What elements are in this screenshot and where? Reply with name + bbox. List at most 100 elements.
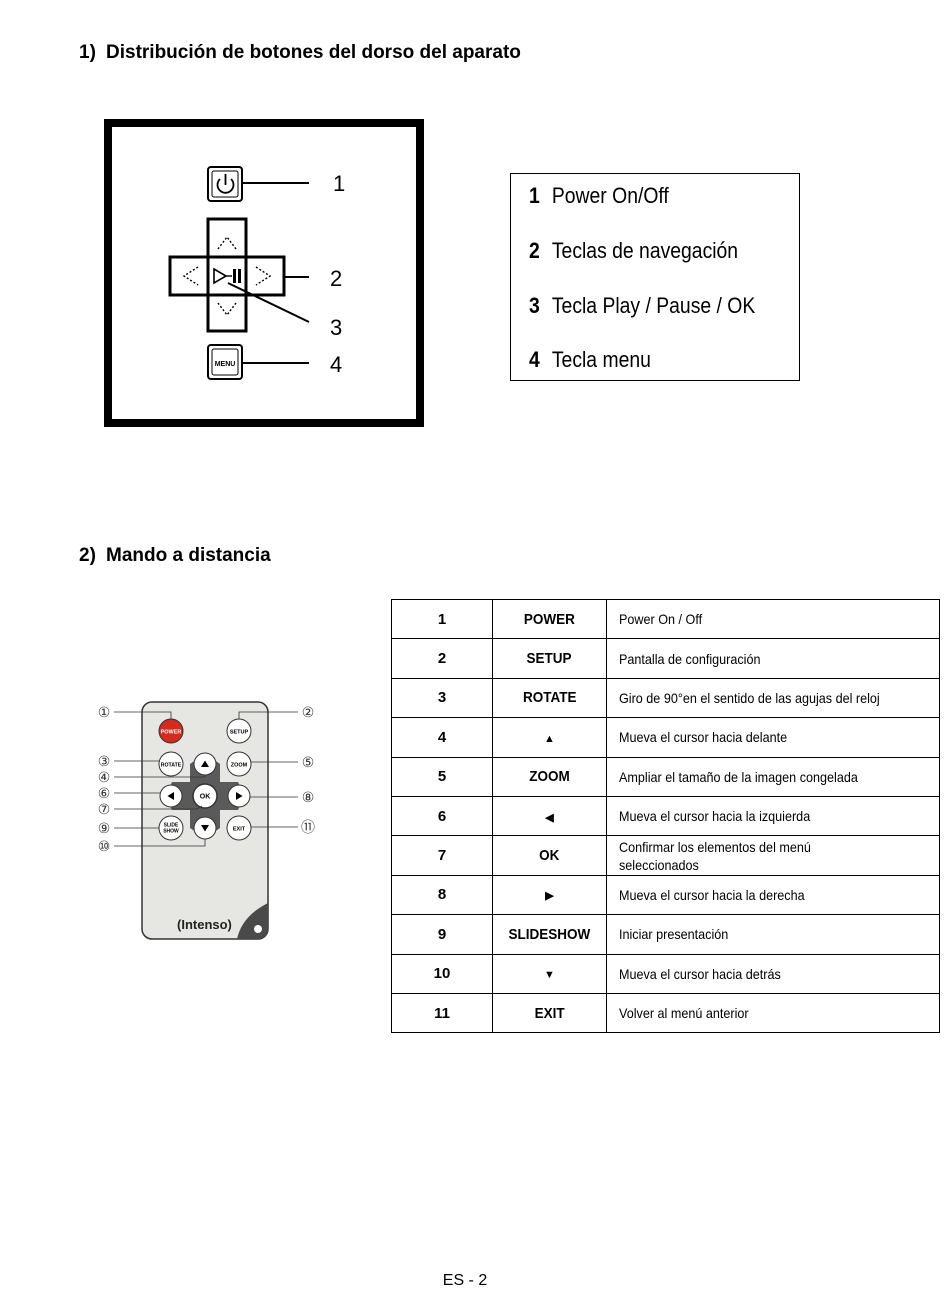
callout-6: ⑥ bbox=[98, 786, 111, 802]
menu-key-icon: MENU bbox=[207, 344, 243, 380]
legend-text: Tecla Play / Pause / OK bbox=[551, 293, 756, 318]
table-cell-number: 10 bbox=[391, 953, 493, 994]
down-arrow-icon: ▼ bbox=[544, 969, 555, 982]
table-cell-description: Confirmar los elementos del menú selecci… bbox=[606, 835, 940, 876]
up-arrow-icon bbox=[201, 760, 209, 767]
table-cell-number: 3 bbox=[391, 677, 493, 719]
panel-label-2: 2 bbox=[330, 266, 342, 291]
table-row: 7 OK Confirmar los elementos del menú se… bbox=[391, 835, 940, 876]
legend-item: 3 Tecla Play / Pause / OK bbox=[529, 293, 755, 319]
section-2-heading: 2) Mando a distancia bbox=[79, 545, 271, 567]
table-cell-description: Mueva el cursor hacia delante bbox=[606, 717, 940, 758]
table-row: 9 SLIDESHOW Iniciar presentación bbox=[391, 914, 940, 955]
callout-10: ⑩ bbox=[98, 839, 111, 855]
table-cell-description: Power On / Off bbox=[606, 598, 940, 640]
table-cell-number: 7 bbox=[391, 835, 493, 876]
table-cell-number: 4 bbox=[391, 717, 493, 758]
callout-7: ⑦ bbox=[98, 802, 111, 818]
table-cell-number: 6 bbox=[391, 795, 493, 837]
table-cell-description: Volver al menú anterior bbox=[606, 992, 940, 1034]
power-key-icon bbox=[207, 166, 243, 202]
table-cell-key: ◀ bbox=[492, 795, 607, 837]
table-row: 4 ▲ Mueva el cursor hacia delante bbox=[391, 717, 940, 758]
panel-label-3: 3 bbox=[330, 315, 342, 340]
remote-show-label: SHOW bbox=[163, 829, 179, 835]
remote-ok-button bbox=[192, 783, 218, 809]
table-cell-key: SLIDESHOW bbox=[492, 914, 607, 955]
table-row: 6 ◀ Mueva el cursor hacia la izquierda bbox=[391, 795, 940, 837]
menu-key-text: MENU bbox=[215, 361, 236, 368]
legend-item: 4 Tecla menu bbox=[529, 347, 651, 373]
section-1-heading: 1) Distribución de botones del dorso del … bbox=[79, 42, 521, 64]
table-cell-key: ROTATE bbox=[492, 677, 607, 719]
right-arrow-icon bbox=[236, 792, 243, 800]
left-arrow-icon: ◀ bbox=[545, 811, 554, 824]
table-cell-key: SETUP bbox=[492, 638, 607, 679]
table-cell-number: 2 bbox=[391, 638, 493, 679]
table-cell-description: Iniciar presentación bbox=[606, 914, 940, 955]
remote-rotate-label: ROTATE bbox=[161, 763, 182, 769]
legend-number: 3 bbox=[529, 293, 540, 318]
section-1-title: Distribución de botones del dorso del ap… bbox=[106, 42, 521, 63]
table-cell-description: Giro de 90°en el sentido de las agujas d… bbox=[606, 677, 940, 719]
callout-5: ⑤ bbox=[302, 755, 315, 771]
right-arrow-icon: ▶ bbox=[545, 890, 554, 903]
callout-8: ⑧ bbox=[302, 790, 315, 806]
table-row: 2 SETUP Pantalla de configuración bbox=[391, 638, 940, 679]
callout-11: ⑪ bbox=[301, 820, 315, 836]
page-number: ES - 2 bbox=[442, 1272, 488, 1289]
remote-zoom-button bbox=[226, 751, 252, 777]
table-cell-key: ▲ bbox=[492, 717, 607, 758]
legend-item: 2 Teclas de navegación bbox=[529, 238, 738, 264]
left-arrow-icon bbox=[167, 792, 174, 800]
callout-4: ④ bbox=[98, 770, 111, 786]
table-cell-key: POWER bbox=[492, 598, 607, 640]
legend-text: Tecla menu bbox=[551, 347, 651, 372]
remote-ok-label: OK bbox=[200, 794, 211, 801]
remote-exit-button bbox=[226, 815, 252, 841]
remote-slide-label: SLIDE bbox=[164, 823, 179, 829]
table-row: 3 ROTATE Giro de 90°en el sentido de las… bbox=[391, 677, 940, 719]
table-cell-key: ▼ bbox=[492, 953, 607, 994]
table-cell-number: 11 bbox=[391, 992, 493, 1034]
table-row: 11 EXIT Volver al menú anterior bbox=[391, 992, 940, 1034]
remote-control-diagram: POWER SETUP ROTATE ZOOM OK SLIDE SHOW EX… bbox=[98, 701, 315, 940]
remote-rotate-button bbox=[158, 751, 184, 777]
table-cell-description: Mueva el cursor hacia la izquierda bbox=[606, 795, 940, 837]
table-cell-number: 5 bbox=[391, 756, 493, 797]
table-row: 8 ▶ Mueva el cursor hacia la derecha bbox=[391, 874, 940, 916]
legend-text: Teclas de navegación bbox=[551, 238, 739, 263]
remote-power-label: POWER bbox=[161, 730, 182, 736]
table-cell-key: ZOOM bbox=[492, 756, 607, 797]
table-cell-key: EXIT bbox=[492, 992, 607, 1034]
callout-1: ① bbox=[98, 705, 111, 721]
legend-number: 2 bbox=[529, 238, 540, 263]
down-arrow-icon bbox=[201, 825, 209, 832]
remote-brand-logo: (Intenso) bbox=[177, 917, 232, 932]
section-2-number: 2) bbox=[79, 545, 96, 566]
remote-functions-table: 1 POWER Power On / Off 2 SETUP Pantalla … bbox=[391, 598, 940, 1034]
up-arrow-icon: ▲ bbox=[544, 732, 555, 745]
remote-zoom-label: ZOOM bbox=[231, 763, 248, 769]
section-1-number: 1) bbox=[79, 42, 96, 63]
callout-3: ③ bbox=[98, 754, 111, 770]
callout-9: ⑨ bbox=[98, 821, 111, 837]
remote-setup-label: SETUP bbox=[230, 730, 249, 736]
table-cell-description: Ampliar el tamaño de la imagen congelada bbox=[606, 756, 940, 797]
legend-number: 1 bbox=[529, 183, 540, 208]
callout-2: ② bbox=[302, 705, 315, 721]
remote-exit-label: EXIT bbox=[233, 827, 246, 833]
back-panel-diagram: MENU 1 2 3 4 bbox=[104, 119, 424, 427]
table-cell-key: ▶ bbox=[492, 874, 607, 916]
table-cell-description: Mueva el cursor hacia detrás bbox=[606, 953, 940, 994]
table-cell-description: Mueva el cursor hacia la derecha bbox=[606, 874, 940, 916]
table-cell-number: 8 bbox=[391, 874, 493, 916]
table-row: 5 ZOOM Ampliar el tamaño de la imagen co… bbox=[391, 756, 940, 797]
panel-label-1: 1 bbox=[333, 171, 345, 196]
table-cell-description: Pantalla de configuración bbox=[606, 638, 940, 679]
section-2-title: Mando a distancia bbox=[106, 545, 271, 566]
legend-number: 4 bbox=[529, 347, 540, 372]
table-cell-key: OK bbox=[492, 835, 607, 876]
